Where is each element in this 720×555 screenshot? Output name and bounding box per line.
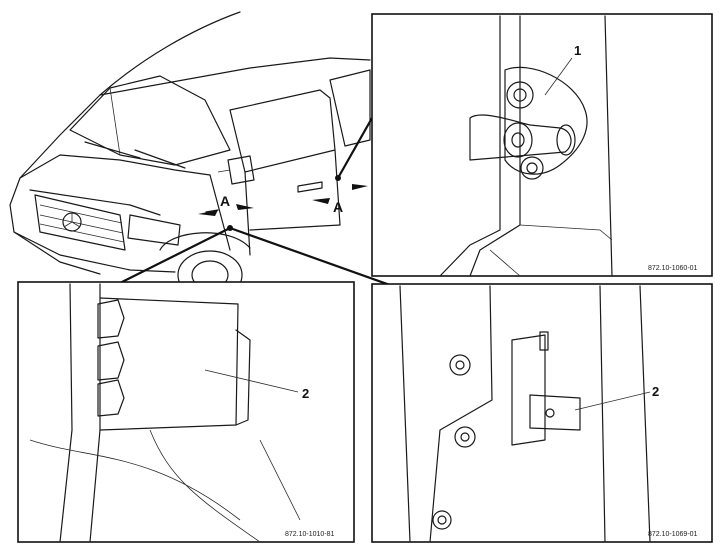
callout-label-1: 1 (574, 43, 581, 58)
leader-top-right (337, 117, 373, 179)
callout-label-2-left: 2 (302, 386, 309, 401)
detail-top-right: 1 872.10-1060-01 (371, 13, 713, 277)
van-overview: A A (9, 11, 391, 300)
bolt-stack (97, 299, 125, 417)
leader-bottom-right (229, 226, 391, 287)
section-arrow-left: A (198, 193, 254, 216)
section-label-a-right: A (333, 199, 343, 215)
ref-code-top-right: 872.10-1060-01 (648, 265, 698, 272)
ref-code-bottom-left: 872.10-1010-81 (285, 531, 335, 538)
callout-label-2-right: 2 (652, 384, 659, 399)
section-label-a-left: A (220, 193, 230, 209)
section-arrow-right: A (312, 184, 368, 215)
ref-code-bottom-right: 872.10-1069-01 (648, 531, 698, 538)
detail-bottom-left: 2 872.10-1010-81 (17, 281, 355, 543)
detail-bottom-right: 2 872.10-1069-01 (371, 283, 713, 543)
